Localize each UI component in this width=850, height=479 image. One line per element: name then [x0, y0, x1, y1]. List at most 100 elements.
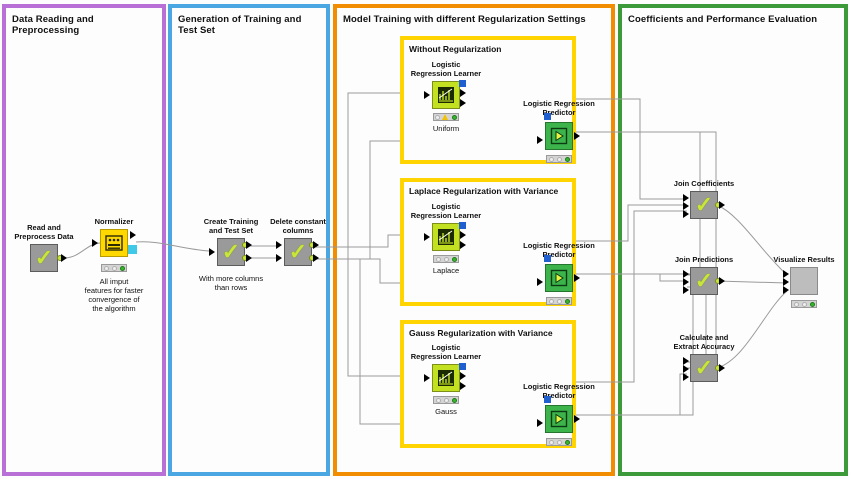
node-annotation-uniform: Uniform — [432, 124, 460, 133]
node-logistic-regression-learner-gauss[interactable]: Logistic Regression Learner Gauss — [411, 343, 481, 416]
checkmark-icon: ✓ — [694, 268, 714, 293]
output-arrow-icon — [719, 364, 725, 372]
output-arrow-icon-2 — [246, 254, 252, 262]
input-arrow-icon-2 — [683, 202, 689, 210]
node-calculate-extract-accuracy[interactable]: Calculate and Extract Accuracy ✓ — [673, 333, 735, 382]
input-arrow-icon-3 — [683, 373, 689, 381]
status-dot-idle — [548, 156, 554, 162]
input-arrow-icon-2 — [683, 278, 689, 286]
status-dot-executed — [451, 256, 457, 262]
node-annotation-normalizer: All imput features for faster convergenc… — [84, 277, 144, 313]
checkmark-icon: ✓ — [694, 355, 714, 380]
section-data-reading[interactable]: Data Reading and Preprocessing — [2, 4, 166, 476]
input-arrow-icon-2 — [783, 278, 789, 286]
node-label-read-preprocess: Read and Preprocess Data — [14, 223, 74, 241]
output-port-model[interactable] — [459, 363, 466, 370]
metanode-box[interactable]: ✓ — [30, 244, 58, 272]
output-arrow-icon — [574, 274, 580, 282]
node-label-visualize-results: Visualize Results — [773, 255, 835, 264]
input-arrow-icon — [92, 239, 98, 247]
metanode-box[interactable]: ✓ — [690, 354, 718, 382]
node-label-learner-uniform: Logistic Regression Learner — [410, 60, 482, 78]
regression-chart-icon — [438, 229, 454, 245]
input-port-model[interactable] — [544, 113, 551, 120]
node-logistic-regression-predictor-laplace[interactable]: Logistic Regression Predictor — [523, 241, 595, 305]
metanode-box[interactable]: ✓ — [217, 238, 245, 266]
status-dot-queued — [556, 439, 562, 445]
normalizer-icon — [105, 235, 123, 251]
status-bar — [791, 300, 817, 308]
output-port-table[interactable] — [128, 245, 137, 254]
output-arrow-icon-2 — [313, 254, 319, 262]
output-port-model[interactable] — [459, 222, 466, 229]
status-dot-executed — [451, 114, 457, 120]
status-dot-executed — [451, 397, 457, 403]
metanode-box[interactable]: ✓ — [690, 191, 718, 219]
node-label-join-predictions: Join Predictions — [674, 255, 734, 264]
status-dot-executed — [564, 156, 570, 162]
input-arrow-icon-2 — [276, 254, 282, 262]
group-laplace-regularization[interactable]: Laplace Regularization with Variance — [400, 178, 576, 306]
node-join-predictions[interactable]: Join Predictions ✓ — [675, 255, 733, 295]
output-arrow-icon-1 — [460, 372, 466, 380]
regression-chart-icon — [438, 370, 454, 386]
input-arrow-icon-3 — [683, 286, 689, 294]
learner-box[interactable] — [432, 81, 460, 109]
predictor-play-icon — [550, 410, 568, 428]
predictor-play-icon — [550, 269, 568, 287]
node-read-preprocess[interactable]: Read and Preprocess Data ✓ — [14, 223, 74, 272]
predictor-box[interactable] — [545, 405, 573, 433]
node-normalizer[interactable]: Normalizer All imput features for faster… — [85, 217, 144, 313]
input-arrow-icon-1 — [683, 194, 689, 202]
node-logistic-regression-learner-uniform[interactable]: Logistic Regression Learner Uniform — [411, 60, 481, 133]
node-label-create-training-test-set: Create Training and Test Set — [203, 217, 259, 235]
status-dot-executed — [809, 301, 815, 307]
checkmark-icon: ✓ — [221, 239, 241, 264]
metanode-box[interactable]: ✓ — [284, 238, 312, 266]
group-gauss-regularization[interactable]: Gauss Regularization with Variance — [400, 320, 576, 448]
predictor-box[interactable] — [545, 122, 573, 150]
input-arrow-icon-1 — [683, 270, 689, 278]
status-dot-queued — [556, 156, 562, 162]
group-title-laplace-regularization: Laplace Regularization with Variance — [409, 186, 559, 196]
normalizer-box[interactable] — [100, 229, 128, 257]
input-arrow-icon — [537, 419, 543, 427]
learner-box[interactable] — [432, 364, 460, 392]
section-title-data-reading: Data Reading and Preprocessing — [12, 14, 94, 36]
checkmark-icon: ✓ — [694, 192, 714, 217]
node-logistic-regression-predictor-uniform[interactable]: Logistic Regression Predictor — [523, 99, 595, 163]
status-dot-queued — [801, 301, 807, 307]
status-bar — [433, 396, 459, 404]
node-visualize-results[interactable]: Visualize Results — [773, 255, 835, 308]
node-logistic-regression-learner-laplace[interactable]: Logistic Regression Learner Laplace — [411, 202, 481, 275]
visualize-box[interactable] — [790, 267, 818, 295]
node-label-normalizer: Normalizer — [94, 217, 134, 226]
status-dot-idle — [435, 114, 441, 120]
output-arrow-icon — [130, 231, 136, 239]
output-arrow-icon-1 — [246, 241, 252, 249]
input-arrow-icon-1 — [783, 270, 789, 278]
node-delete-constant-columns[interactable]: Delete constant columns ✓ — [270, 217, 326, 266]
predictor-box[interactable] — [545, 264, 573, 292]
input-arrow-icon — [424, 91, 430, 99]
section-title-evaluation: Coefficients and Performance Evaluation — [628, 14, 818, 25]
status-dot-idle — [435, 256, 441, 262]
section-evaluation[interactable]: Coefficients and Performance Evaluation — [618, 4, 848, 476]
output-arrow-icon-2 — [460, 241, 466, 249]
input-port-model[interactable] — [544, 255, 551, 262]
output-arrow-icon-1 — [313, 241, 319, 249]
node-join-coefficients[interactable]: Join Coefficients ✓ — [674, 179, 734, 219]
node-logistic-regression-predictor-gauss[interactable]: Logistic Regression Predictor — [523, 382, 595, 446]
status-dot-executed — [564, 298, 570, 304]
learner-box[interactable] — [432, 223, 460, 251]
checkmark-icon: ✓ — [34, 245, 54, 270]
status-dot-idle — [548, 298, 554, 304]
node-annotation-gauss: Gauss — [435, 407, 457, 416]
node-create-training-test-set[interactable]: Create Training and Test Set ✓ With more… — [199, 217, 263, 292]
input-port-model[interactable] — [544, 396, 551, 403]
input-arrow-icon-2 — [683, 365, 689, 373]
node-label-join-coefficients: Join Coefficients — [673, 179, 735, 188]
output-port-model[interactable] — [459, 80, 466, 87]
metanode-box[interactable]: ✓ — [690, 267, 718, 295]
